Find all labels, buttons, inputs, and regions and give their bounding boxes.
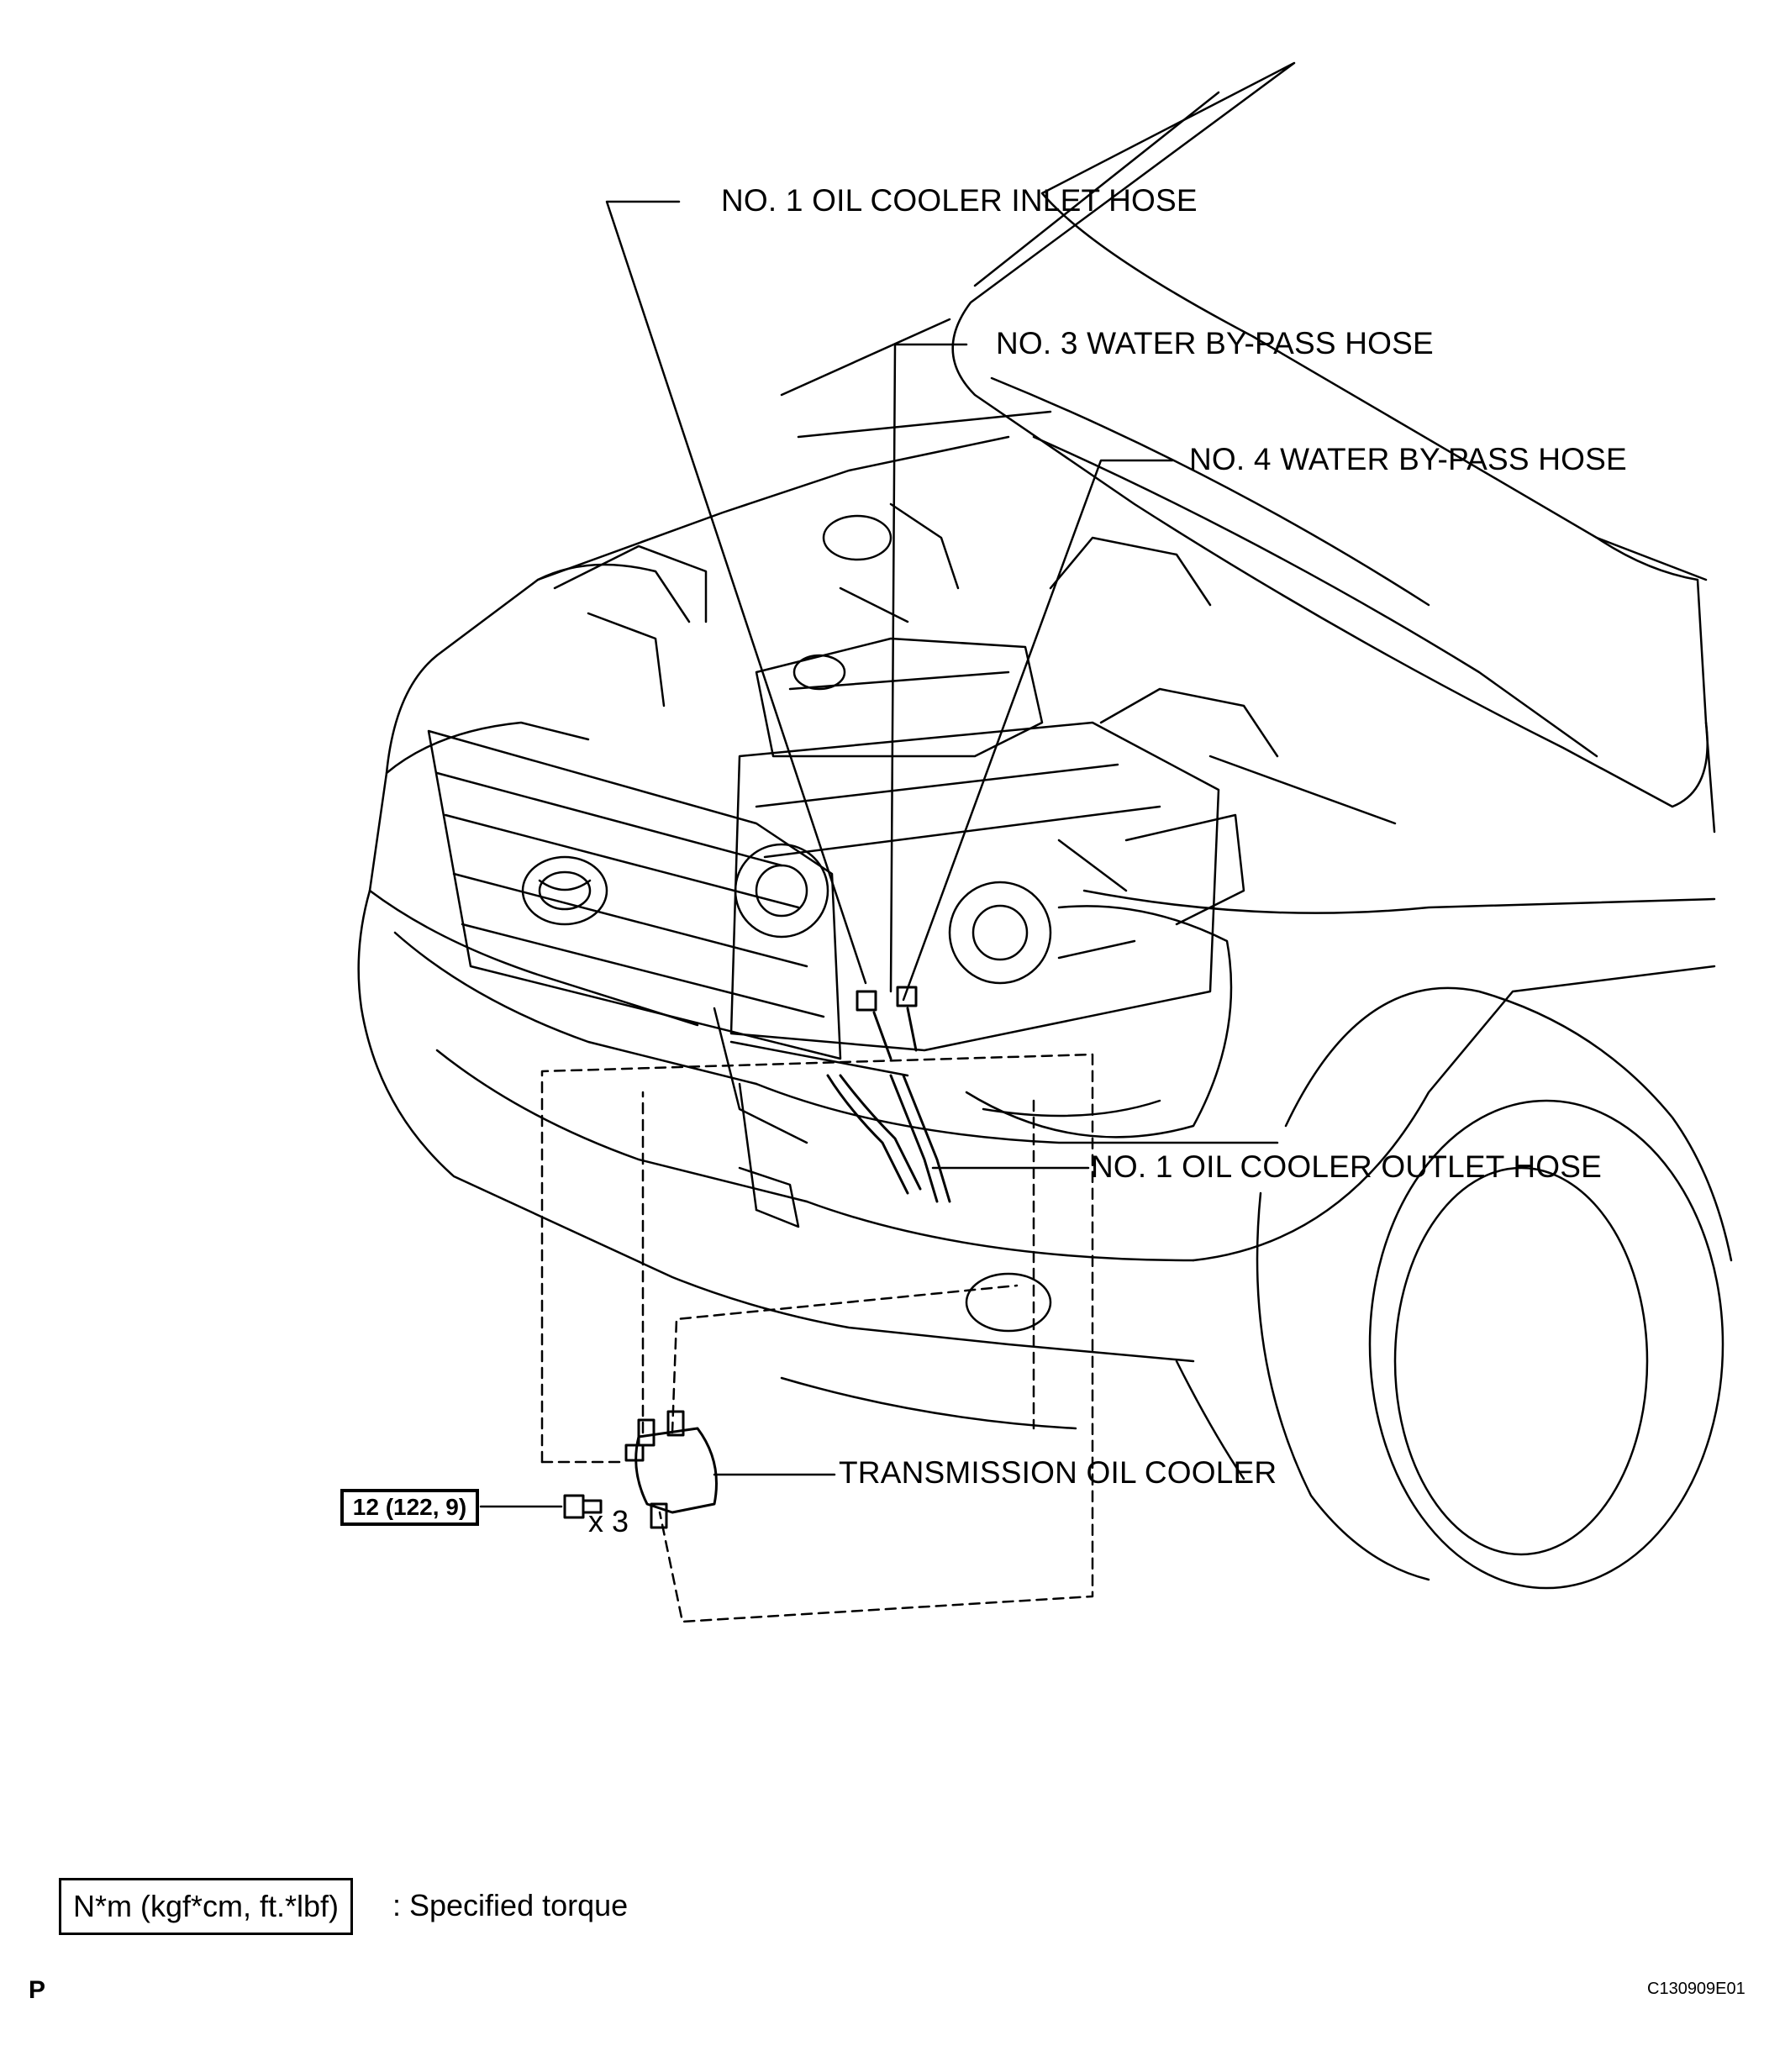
- grille: [427, 729, 842, 1060]
- bumper: [738, 1082, 1077, 1430]
- engine-block: [553, 502, 1397, 1144]
- label-transmission-oil-cooler: TRANSMISSION OIL COOLER: [839, 1455, 1277, 1490]
- legend-unit-box: N*m (kgf*cm, ft.*lbf): [59, 1878, 354, 1935]
- wheel: [1256, 986, 1733, 1590]
- hood-outline: [951, 61, 1709, 808]
- page-mark: P: [29, 1976, 46, 2004]
- leader-lines: [479, 200, 1174, 1508]
- oil-cooler-part: [624, 1410, 718, 1529]
- bolt-quantity: x 3: [588, 1504, 629, 1538]
- headlamp: [965, 905, 1233, 1139]
- label-no1-oil-cooler-inlet-hose: NO. 1 OIL COOLER INLET HOSE: [721, 183, 1198, 218]
- windshield-outline: [780, 318, 1716, 834]
- figure-code: C130909E01: [1647, 1980, 1746, 1998]
- label-no4-water-bypass-hose: NO. 4 WATER BY-PASS HOSE: [1189, 442, 1627, 476]
- cooler-hoses: [826, 986, 951, 1203]
- label-no1-oil-cooler-outlet-hose: NO. 1 OIL COOLER OUTLET HOSE: [1091, 1149, 1603, 1184]
- body-outline: [357, 435, 1716, 1480]
- bolt-icon: [563, 1494, 603, 1519]
- label-no3-water-bypass-hose: NO. 3 WATER BY-PASS HOSE: [996, 326, 1434, 360]
- torque-spec-box: 12 (122, 9): [340, 1489, 479, 1526]
- legend-description: : Specified torque: [392, 1888, 629, 1922]
- phantom-lines: [540, 1053, 1094, 1623]
